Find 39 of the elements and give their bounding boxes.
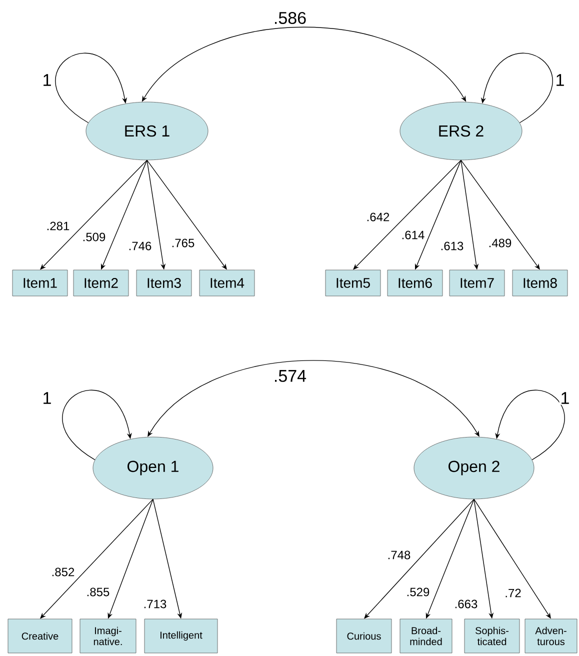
edge-label: 1 [41, 391, 53, 405]
edge-label: .529 [405, 586, 431, 598]
edge-label: .765 [170, 238, 196, 248]
edge-label: .855 [85, 586, 111, 598]
item-box: Curious [336, 618, 392, 654]
item-box: Item3 [136, 270, 192, 296]
item-box: Item8 [512, 270, 568, 296]
self-loop-arrow [495, 390, 565, 460]
edge-label: 1 [554, 73, 566, 87]
item-box: Item1 [12, 270, 68, 296]
item-box: Item4 [199, 270, 255, 296]
edge-label: .613 [439, 240, 465, 252]
edge-label: .852 [50, 566, 76, 578]
edge-label: .72 [504, 588, 522, 598]
self-loop-arrow [62, 390, 132, 460]
edge-label: .713 [142, 598, 168, 610]
item-box: Item5 [325, 270, 381, 296]
edge-label: .614 [400, 230, 426, 240]
edge-label: 1 [41, 73, 53, 87]
edge-label: 1 [559, 391, 571, 405]
item-box: Sophis- ticated [464, 618, 520, 654]
edge-label: .642 [365, 212, 391, 222]
edge-label: .586 [272, 10, 308, 26]
edge-label: .509 [81, 232, 107, 242]
edge-label: .663 [453, 598, 479, 610]
self-loop-arrow [55, 53, 128, 124]
edge-label: .574 [272, 369, 308, 383]
edge-label: .746 [127, 240, 153, 252]
item-box: Item7 [449, 270, 505, 296]
item-box: Imagi- native. [80, 618, 136, 654]
item-box: Item6 [387, 270, 443, 296]
item-box: Item2 [73, 270, 129, 296]
edge-label: .489 [487, 238, 513, 248]
edge-label: .281 [45, 220, 71, 232]
item-box: Broad- minded [400, 618, 452, 654]
edge-label: .748 [386, 550, 412, 560]
item-box: Adven- turous [524, 618, 578, 654]
item-box: Intelligent [144, 618, 218, 654]
item-box: Creative [8, 618, 72, 654]
